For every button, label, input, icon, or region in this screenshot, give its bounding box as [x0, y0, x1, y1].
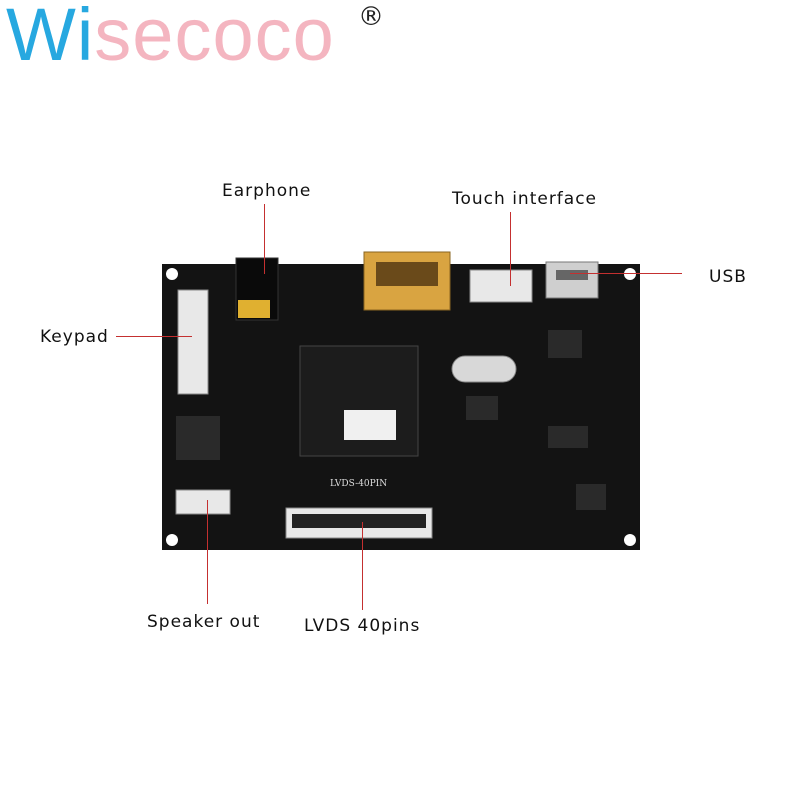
lvds-slot	[292, 514, 426, 528]
earphone-leader-line	[264, 204, 265, 274]
brand-logo-blue: Wi	[6, 0, 95, 76]
mount-hole	[166, 534, 178, 546]
mount-hole	[624, 268, 636, 280]
keypad-connector	[177, 289, 209, 395]
hdmi-port	[376, 262, 438, 286]
usb-leader-line	[570, 273, 682, 274]
speaker-out-label: Speaker out	[147, 612, 261, 632]
lvds-leader-line	[362, 522, 363, 610]
ic-component	[176, 416, 220, 460]
touch-interface-label: Touch interface	[452, 189, 598, 209]
usb-label: USB	[709, 267, 747, 287]
touch-leader-line	[510, 212, 511, 286]
ic-component	[548, 330, 582, 358]
ic-component	[466, 396, 498, 420]
keypad-leader-line	[116, 336, 192, 337]
lvds-label: LVDS 40pins	[304, 616, 421, 636]
registered-mark: ®	[358, 2, 384, 32]
brand-logo-pink: secoco	[94, 0, 335, 76]
ic-component	[576, 484, 606, 510]
brand-logo: Wisecoco	[6, 0, 335, 72]
usb-port	[545, 261, 599, 299]
touch-connector	[469, 269, 533, 303]
board-marking: LVDS-40PIN	[330, 479, 387, 489]
ic-component	[548, 426, 588, 448]
earphone-label: Earphone	[222, 181, 312, 201]
speaker-leader-line	[207, 500, 208, 604]
speaker-connector	[175, 489, 231, 515]
chip-label	[344, 410, 396, 440]
keypad-label: Keypad	[40, 327, 109, 347]
crystal-oscillator	[451, 355, 517, 383]
usb-opening	[556, 270, 588, 280]
mount-hole	[166, 268, 178, 280]
earphone-jack-contact	[238, 300, 270, 318]
mount-hole	[624, 534, 636, 546]
